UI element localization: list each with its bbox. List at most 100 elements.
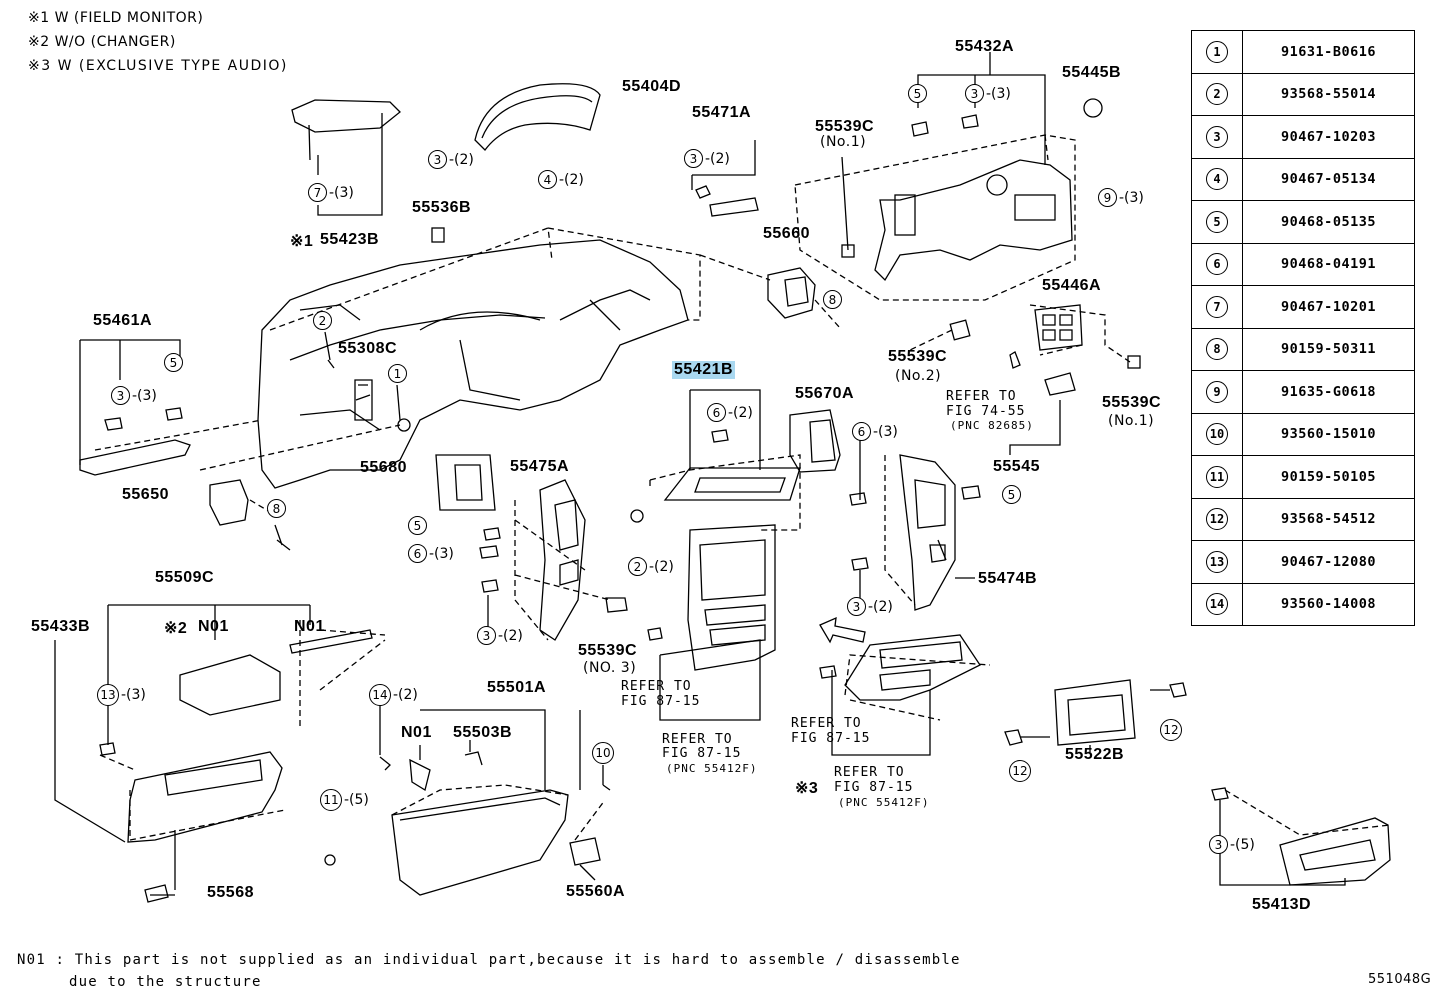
part-label-55475A[interactable]: 55475A [510,458,570,475]
part-label-N01-glovebox[interactable]: N01 [401,724,432,741]
part-label-55522B[interactable]: 55522B [1065,746,1125,763]
callout-6-qty-55670A[interactable]: 6-(3) [852,422,898,441]
part-label-55474B[interactable]: 55474B [978,570,1038,587]
callout-qty: -(2) [705,150,730,167]
part-label-55461A[interactable]: 55461A [93,312,153,329]
side-vent-shape [767,267,816,319]
ref-number-circle: 1 [1206,40,1228,63]
callout-3-qty-55432A[interactable]: 3-(3) [965,84,1011,103]
part-label-N01-changer-mark: ※2 [164,620,188,637]
part-label-55423B-mark: ※1 [290,233,314,250]
part-label-55568[interactable]: 55568 [207,884,254,901]
part-label-55560A[interactable]: 55560A [566,883,626,900]
instrument-panel-shape [257,239,689,489]
callout-2[interactable]: 2 [313,311,332,330]
callout-10[interactable]: 10 [592,742,614,764]
part-label-55413D[interactable]: 55413D [1252,896,1312,913]
ref-number-circle: 3 [1206,125,1228,148]
callout-9-qty[interactable]: 9-(3) [1098,188,1144,207]
callout-5-55461A[interactable]: 5 [164,353,183,372]
part-label-55539C-mid[interactable]: 55539C [888,348,948,365]
part-label-55501A[interactable]: 55501A [487,679,547,696]
callout-2-qty-55421B[interactable]: 2-(2) [628,557,674,576]
callout-circle: 2 [628,557,647,576]
part-label-55536B[interactable]: 55536B [412,199,472,216]
part-label-55650[interactable]: 55650 [122,486,169,503]
part-label-N01-changer[interactable]: N01 [198,618,229,635]
callout-8-55650[interactable]: 8 [267,499,286,518]
callout-3-qty[interactable]: 3-(2) [428,150,474,169]
ref-number-circle: 6 [1206,253,1228,276]
callout-12-right[interactable]: 12 [1160,719,1182,741]
callout-3-qty-55474B[interactable]: 3-(2) [847,597,893,616]
part-label-55509C[interactable]: 55509C [155,569,215,586]
callout-7-qty[interactable]: 7-(3) [308,183,354,202]
part-label-55503B[interactable]: 55503B [453,724,513,741]
callout-6-qty-55475A[interactable]: 6-(3) [408,544,454,563]
part-label-55539C-no3[interactable]: 55539C [578,642,638,659]
part-label-55539C-top[interactable]: 55539C [815,118,875,135]
part-label-55670A[interactable]: 55670A [795,385,855,402]
part-label-55539C-right[interactable]: 55539C [1102,394,1162,411]
callout-3-qty-55471A[interactable]: 3-(2) [684,149,730,168]
part-label-55446A[interactable]: 55446A [1042,277,1102,294]
callout-circle: 5 [908,84,927,103]
part-label-55433B[interactable]: 55433B [31,618,91,635]
part-label-55545[interactable]: 55545 [993,458,1040,475]
callout-1[interactable]: 1 [388,364,407,383]
callout-circle: 8 [267,499,286,518]
callout-5[interactable]: 5 [908,84,927,103]
callout-5-55475A[interactable]: 5 [408,516,427,535]
callout-6-qty-55421B[interactable]: 6-(2) [707,403,753,422]
callout-circle: 3 [111,386,130,405]
callout-qty: -(3) [986,85,1011,102]
callout-qty: -(3) [329,184,354,201]
part-label-55308C[interactable]: 55308C [338,340,398,357]
callout-5-55474B[interactable]: 5 [1002,485,1021,504]
part-label-55680[interactable]: 55680 [360,459,407,476]
callout-4-qty[interactable]: 4-(2) [538,170,584,189]
part-label-55445B[interactable]: 55445B [1062,64,1122,81]
part-label-55404D[interactable]: 55404D [622,78,682,95]
ref-number-circle: 4 [1206,168,1228,191]
callout-8-55660[interactable]: 8 [823,290,842,309]
callout-3-qty-55461A[interactable]: 3-(3) [111,386,157,405]
note-exclusive-audio: ※3 W (EXCLUSIVE TYPE AUDIO) [28,58,288,74]
callout-qty: -(2) [728,404,753,421]
parts-table-ref-number: 6 [1191,242,1243,286]
part-label-55432A[interactable]: 55432A [955,38,1015,55]
monitor-cover-shape [291,99,401,133]
ref-fig-74-55-line1: REFER TO [946,389,1017,404]
ref-number-circle: 7 [1206,295,1228,318]
part-label-55421B-highlighted[interactable]: 55421B [672,361,736,379]
callout-3-qty-55475A[interactable]: 3-(2) [477,626,523,645]
callout-12-left[interactable]: 12 [1009,760,1031,782]
ref-fig-87-15-d-line2: FIG 87-15 [834,780,914,795]
callout-11-qty[interactable]: 11-(5) [320,789,369,811]
small-panel-shape [1054,679,1136,746]
callout-3-qty-55413D[interactable]: 3-(5) [1209,835,1255,854]
part-label-55423B[interactable]: 55423B [320,231,380,248]
callout-13-qty[interactable]: 13-(3) [97,684,146,706]
part-label-55471A[interactable]: 55471A [692,104,752,121]
part-label-55660[interactable]: 55660 [763,225,810,242]
parts-table-part-number: 93560-15010 [1242,412,1415,456]
callout-circle: 3 [965,84,984,103]
part-label-N01-bracket[interactable]: N01 [294,618,325,635]
callout-14-qty[interactable]: 14-(2) [369,684,418,706]
